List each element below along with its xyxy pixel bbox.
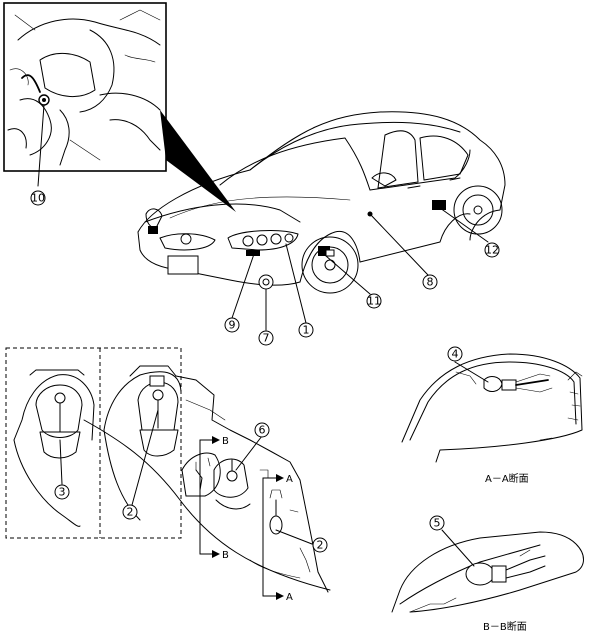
section-a-a-label: A－A断面 <box>485 472 529 485</box>
callout-12: 12 <box>484 242 500 258</box>
callout-5: 5 <box>429 515 445 531</box>
callout-3: 3 <box>54 484 70 500</box>
car-leader-lines <box>231 207 489 331</box>
section-b-b-label: B－B断面 <box>483 620 527 633</box>
cut-mark-b-top: B <box>222 436 229 447</box>
svg-text:1: 1 <box>303 324 310 337</box>
callout-4: 4 <box>447 346 463 362</box>
cut-mark-a-top: A <box>286 474 293 485</box>
callout-2-left: 2 <box>122 504 138 520</box>
svg-text:4: 4 <box>452 348 459 361</box>
section-a-a <box>401 353 583 463</box>
svg-text:2: 2 <box>127 506 134 519</box>
vehicle-illustration <box>137 111 506 294</box>
callout-10: 10 <box>30 190 46 206</box>
svg-text:5: 5 <box>434 517 441 530</box>
callout-11: 11 <box>366 293 382 309</box>
svg-text:10: 10 <box>31 192 45 205</box>
section-b-b <box>391 529 584 613</box>
cut-mark-a-bottom: A <box>286 592 293 603</box>
svg-text:3: 3 <box>59 486 66 499</box>
callout-1: 1 <box>298 322 314 338</box>
callout-6: 6 <box>254 422 270 438</box>
callout-2-right: 2 <box>312 537 328 553</box>
engine-bay-inset <box>3 2 236 212</box>
headlamp-rear-view-group <box>5 347 182 539</box>
svg-text:6: 6 <box>259 424 266 437</box>
svg-text:12: 12 <box>485 244 499 257</box>
headlamp-assembly <box>83 375 331 600</box>
callout-8: 8 <box>422 274 438 290</box>
svg-text:8: 8 <box>427 276 434 289</box>
svg-text:9: 9 <box>229 319 236 332</box>
svg-text:11: 11 <box>367 295 381 308</box>
svg-text:2: 2 <box>317 539 324 552</box>
svg-text:7: 7 <box>263 332 270 345</box>
callout-7: 7 <box>258 330 274 346</box>
cut-mark-b-bottom: B <box>222 550 229 561</box>
callout-9: 9 <box>224 317 240 333</box>
